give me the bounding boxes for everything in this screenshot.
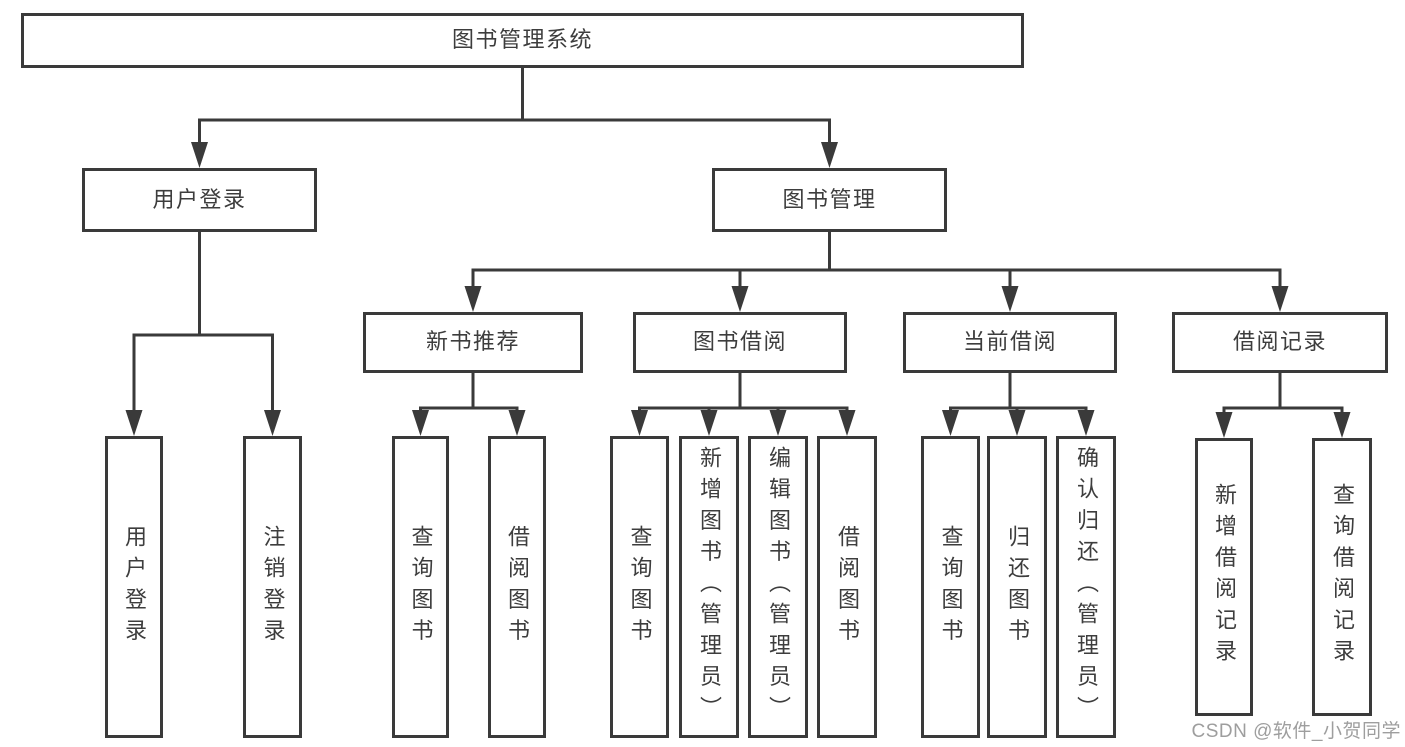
- node-add-borrow-record: 新增借阅记录: [1195, 438, 1253, 716]
- node-label: 图书借阅: [692, 329, 787, 355]
- node-borrow-books-2: 借阅图书: [817, 436, 877, 738]
- node-label: 图书管理系统: [451, 27, 593, 53]
- node-label: 借阅图书: [505, 524, 530, 650]
- node-label: 编辑图书（管理员）: [766, 446, 791, 728]
- node-query-books-3: 查询图书: [921, 436, 980, 738]
- node-add-books-admin: 新增图书（管理员）: [679, 436, 739, 738]
- node-label: 确认归还（管理员）: [1074, 446, 1099, 728]
- node-book-borrowing: 图书借阅: [633, 312, 847, 373]
- node-label: 新增借阅记录: [1212, 483, 1237, 671]
- node-confirm-return-admin: 确认归还（管理员）: [1056, 436, 1116, 738]
- node-book-management: 图书管理: [712, 168, 947, 232]
- node-query-books-2: 查询图书: [610, 436, 669, 738]
- node-edit-books-admin: 编辑图书（管理员）: [748, 436, 808, 738]
- node-label: 用户登录: [152, 186, 247, 212]
- node-label: 用户登录: [122, 524, 147, 650]
- node-user-login: 用户登录: [82, 168, 317, 232]
- node-label: 借阅记录: [1232, 329, 1327, 355]
- node-label: 新书推荐: [425, 329, 520, 355]
- node-label: 查询图书: [408, 524, 434, 650]
- node-current-borrowing: 当前借阅: [903, 312, 1117, 373]
- node-new-book-recommend: 新书推荐: [363, 312, 583, 373]
- node-label: 查询借阅记录: [1330, 483, 1355, 671]
- node-label: 注销登录: [260, 524, 286, 650]
- node-label: 归还图书: [1005, 524, 1030, 650]
- node-borrow-books-1: 借阅图书: [488, 436, 546, 738]
- node-user-login-leaf: 用户登录: [105, 436, 163, 738]
- node-label: 借阅图书: [835, 524, 860, 650]
- node-library-system: 图书管理系统: [21, 13, 1024, 68]
- node-label: 图书管理: [782, 186, 877, 212]
- node-query-borrow-record: 查询借阅记录: [1312, 438, 1372, 716]
- node-label: 查询图书: [938, 524, 964, 650]
- node-query-books-1: 查询图书: [392, 436, 449, 738]
- node-label: 新增图书（管理员）: [697, 446, 722, 728]
- node-borrowing-records: 借阅记录: [1172, 312, 1388, 373]
- node-label: 查询图书: [627, 524, 653, 650]
- watermark: CSDN @软件_小贺同学: [1191, 721, 1401, 742]
- node-label: 当前借阅: [962, 329, 1057, 355]
- node-logout: 注销登录: [243, 436, 302, 738]
- node-return-books: 归还图书: [987, 436, 1047, 738]
